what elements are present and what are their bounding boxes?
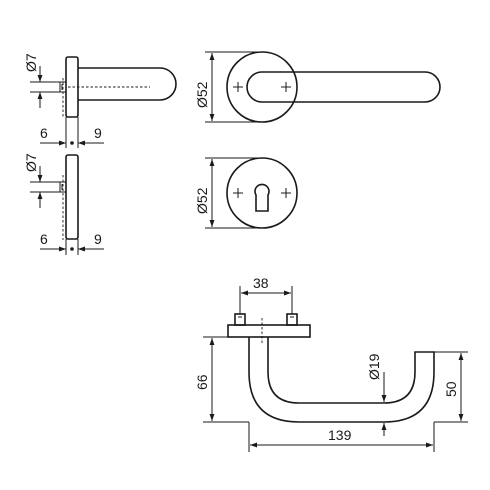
rose-diameter-label: Ø52 [194, 81, 210, 108]
lever-length-label: 139 [328, 427, 352, 443]
fixing-screw-icon [233, 188, 243, 198]
rose-pin-diameter-label: Ø7 [23, 53, 39, 72]
escutcheon-diameter-label: Ø52 [194, 187, 210, 214]
lever-top-view: 38 66 50 Ø19 139 [194, 275, 468, 452]
escutcheon-offset-right-label: 9 [94, 231, 102, 247]
escutcheon-side-view: Ø7 6 9 [23, 153, 104, 255]
fixing-screw-icon [281, 188, 291, 198]
escutcheon-pin-diameter-label: Ø7 [23, 153, 39, 172]
fixing-screw-icon [233, 82, 243, 92]
fixing-spacing-label: 38 [253, 275, 269, 291]
rose-offset-right-label: 9 [94, 125, 102, 141]
rose-front-view: Ø52 [194, 51, 441, 123]
rose-side-view: Ø7 6 9 [23, 53, 177, 148]
lever-height-label: 66 [194, 374, 210, 390]
rose-offset-left-label: 6 [40, 125, 48, 141]
escutcheon-offset-left-label: 6 [40, 231, 48, 247]
profile-cylinder-cutout [254, 183, 270, 212]
lever-return-height-label: 50 [443, 381, 459, 397]
escutcheon-front-view: Ø52 [194, 157, 298, 229]
fixing-screw-icon [281, 82, 291, 92]
lever-diameter-label: Ø19 [366, 353, 382, 380]
